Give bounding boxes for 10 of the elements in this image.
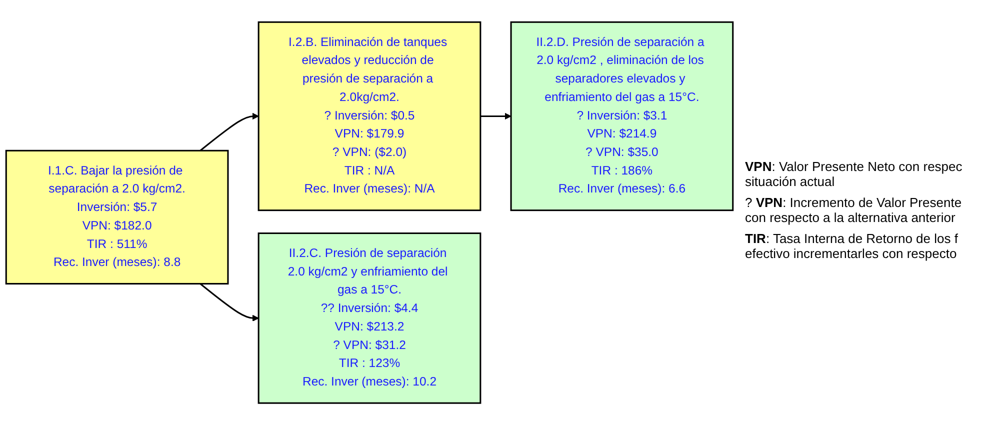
arrow: [200, 283, 259, 322]
note-text: TIR: Tasa Interna de Retorno de los f efectivo incrementarles con respecto: [745, 230, 959, 260]
node-box: I.2.B. Eliminación de tanques elevados y reducción de presión de separación a 2.0kg/cm2. ? Inversión: $0.5 VPN: $179.9 ? VPN: ($2.0) TIR : N/A Rec. Inver (meses): N/A: [258, 21, 482, 211]
note-text: ? VPN: Incremento de Valor Presente con respecto a la alternativa anterior: [745, 194, 963, 224]
arrow: [480, 112, 512, 120]
node-box: I.1.C. Bajar la presión de separación a 2.0 kg/cm2. Inversión: $5.7 VPN: $182.0 TIR : 511% Rec. Inver (meses): 8.8: [5, 150, 229, 284]
node-box: II.2.D. Presión de separación a 2.0 kg/cm2 , eliminación de los separadores elevados y enfriamiento del gas a 15°C. ? Inversión: $3.1 VPN: $214.9 ? VPN: $35.0 TIR : 186% Rec. Inver (meses): 6.6: [510, 21, 734, 211]
node-box: II.2.C. Presión de separación 2.0 kg/cm2 y enfriamiento del gas a 15°C. ?? Inversión: $4.4 VPN: $213.2 ? VPN: $31.2 TIR : 123% Rec. Inver (meses): 10.2: [258, 232, 482, 404]
note-text: VPN: Valor Presente Neto con respec situación actual: [745, 158, 964, 188]
arrow: [200, 112, 259, 152]
